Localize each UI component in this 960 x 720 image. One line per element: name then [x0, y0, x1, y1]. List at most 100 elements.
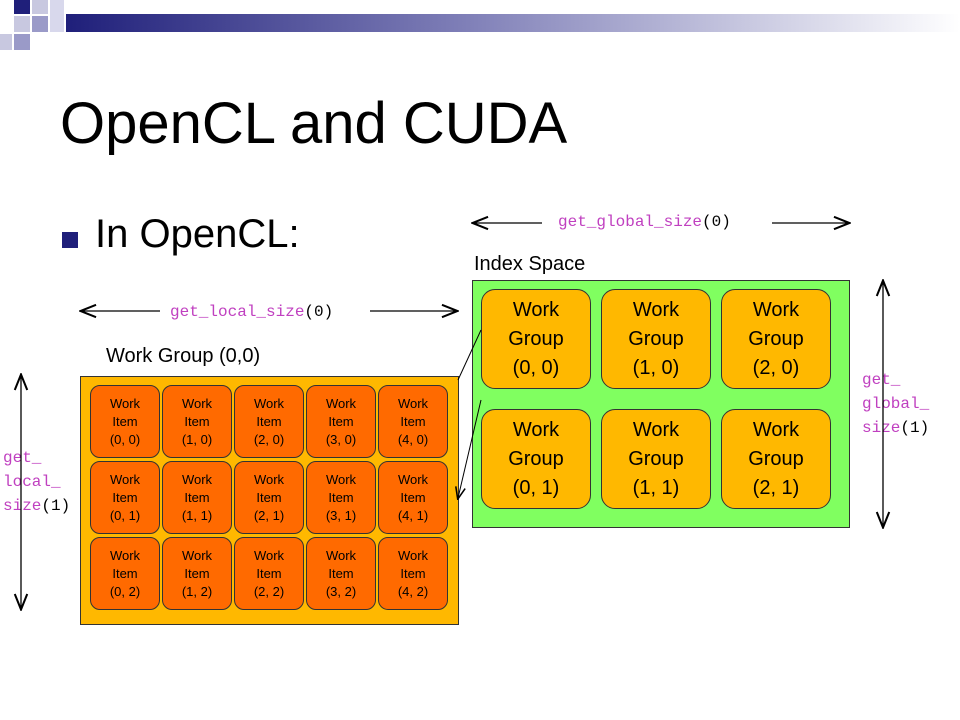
- work-item-text: (3, 1): [325, 507, 357, 523]
- work-item-text: (3, 0): [325, 431, 357, 447]
- work-item-text: Work: [325, 547, 357, 563]
- work-item-text: Work: [109, 547, 141, 563]
- work-item-text: Work: [181, 471, 213, 487]
- local-size-x-label: get_local_size(0): [170, 303, 333, 321]
- work-item-text: Item: [184, 565, 210, 581]
- work-group-text: Group: [628, 327, 684, 350]
- work-item-text: (0, 1): [109, 507, 141, 523]
- zoom-connector-top: [457, 329, 482, 381]
- work-item-text: Item: [328, 489, 354, 505]
- work-item-text: (4, 0): [397, 431, 429, 447]
- work-item-text: (4, 1): [397, 507, 429, 523]
- work-item-text: (4, 2): [397, 583, 429, 599]
- work-item-text: Work: [181, 395, 213, 411]
- global-size-x-label: get_global_size(0): [558, 213, 731, 231]
- work-item-text: Item: [400, 489, 426, 505]
- work-group-text: Work: [632, 298, 680, 321]
- work-group-text: Group: [748, 447, 804, 470]
- work-group-text: Work: [512, 418, 560, 441]
- work-item-text: Item: [184, 413, 210, 429]
- header-decoration: [0, 0, 960, 50]
- bullet-text: In OpenCL:: [95, 212, 300, 256]
- work-item-text: Item: [328, 565, 354, 581]
- work-item-text: Item: [112, 413, 138, 429]
- work-item-text: Work: [397, 395, 429, 411]
- work-item-text: Item: [256, 489, 282, 505]
- local-size-y-arg: (1): [41, 497, 71, 515]
- work-item-text: Work: [253, 547, 285, 563]
- work-group-text: Work: [752, 418, 800, 441]
- work-item-text: Item: [256, 565, 282, 581]
- work-group-text: (2, 0): [752, 356, 800, 379]
- work-group-text: Group: [628, 447, 684, 470]
- work-item-text: Work: [109, 395, 141, 411]
- work-group-text: Group: [508, 327, 564, 350]
- work-item-text: Item: [184, 489, 210, 505]
- index-space-caption: Index Space: [474, 253, 586, 275]
- work-item-text: (2, 0): [253, 431, 285, 447]
- work-item-text: Work: [325, 471, 357, 487]
- work-group-text: (2, 1): [752, 476, 800, 499]
- global-size-x-fn: get_global_size: [558, 213, 703, 231]
- work-group-text: (1, 0): [632, 356, 680, 379]
- work-item-text: (1, 1): [181, 507, 213, 523]
- work-item-text: Item: [112, 489, 138, 505]
- work-item-text: Item: [256, 413, 282, 429]
- work-item-text: (3, 2): [325, 583, 357, 599]
- work-group-text: Work: [752, 298, 800, 321]
- work-item-text: Item: [400, 413, 426, 429]
- work-item-text: (1, 2): [181, 583, 213, 599]
- global-size-y-arg: (1): [900, 419, 930, 437]
- work-group-text: Work: [632, 418, 680, 441]
- zoom-connector-bottom: [458, 399, 482, 498]
- work-item-text: Work: [253, 471, 285, 487]
- work-group-text: Group: [508, 447, 564, 470]
- slide-title: OpenCL and CUDA: [60, 91, 568, 156]
- work-item-text: Work: [253, 395, 285, 411]
- work-group-caption: Work Group (0,0): [106, 345, 261, 367]
- bullet-square-icon: [62, 232, 78, 248]
- work-item-text: Item: [400, 565, 426, 581]
- work-item-text: Work: [397, 471, 429, 487]
- work-group-text: Work: [512, 298, 560, 321]
- work-item-text: Item: [328, 413, 354, 429]
- work-item-text: (0, 2): [109, 583, 141, 599]
- global-size-x-arg: (0): [702, 213, 731, 231]
- work-item-text: Work: [397, 547, 429, 563]
- work-item-text: (2, 1): [253, 507, 285, 523]
- work-item-text: (2, 2): [253, 583, 285, 599]
- work-group-text: (1, 1): [632, 476, 680, 499]
- work-item-text: Work: [325, 395, 357, 411]
- work-item-text: Work: [109, 471, 141, 487]
- work-item-text: Work: [181, 547, 213, 563]
- local-size-x-arg: (0): [304, 303, 334, 321]
- local-size-x-fn: get_local_size: [170, 303, 305, 321]
- work-group-text: (0, 1): [512, 476, 560, 499]
- work-item-text: (1, 0): [181, 431, 213, 447]
- work-group-text: (0, 0): [512, 356, 560, 379]
- work-item-text: Item: [112, 565, 138, 581]
